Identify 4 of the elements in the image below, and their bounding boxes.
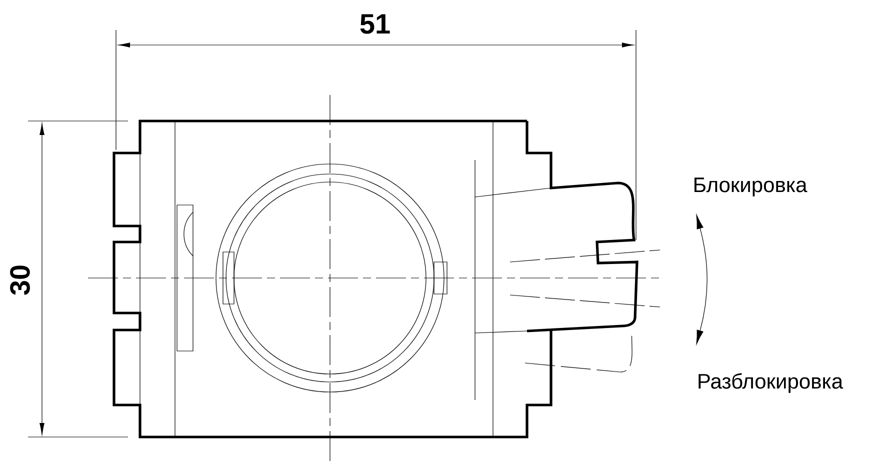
dimension-text: 30	[10, 266, 30, 295]
direction-label: Разблокировка	[698, 373, 844, 393]
direction-label: Блокировка	[694, 178, 808, 196]
dimension-text: 51	[360, 14, 390, 34]
